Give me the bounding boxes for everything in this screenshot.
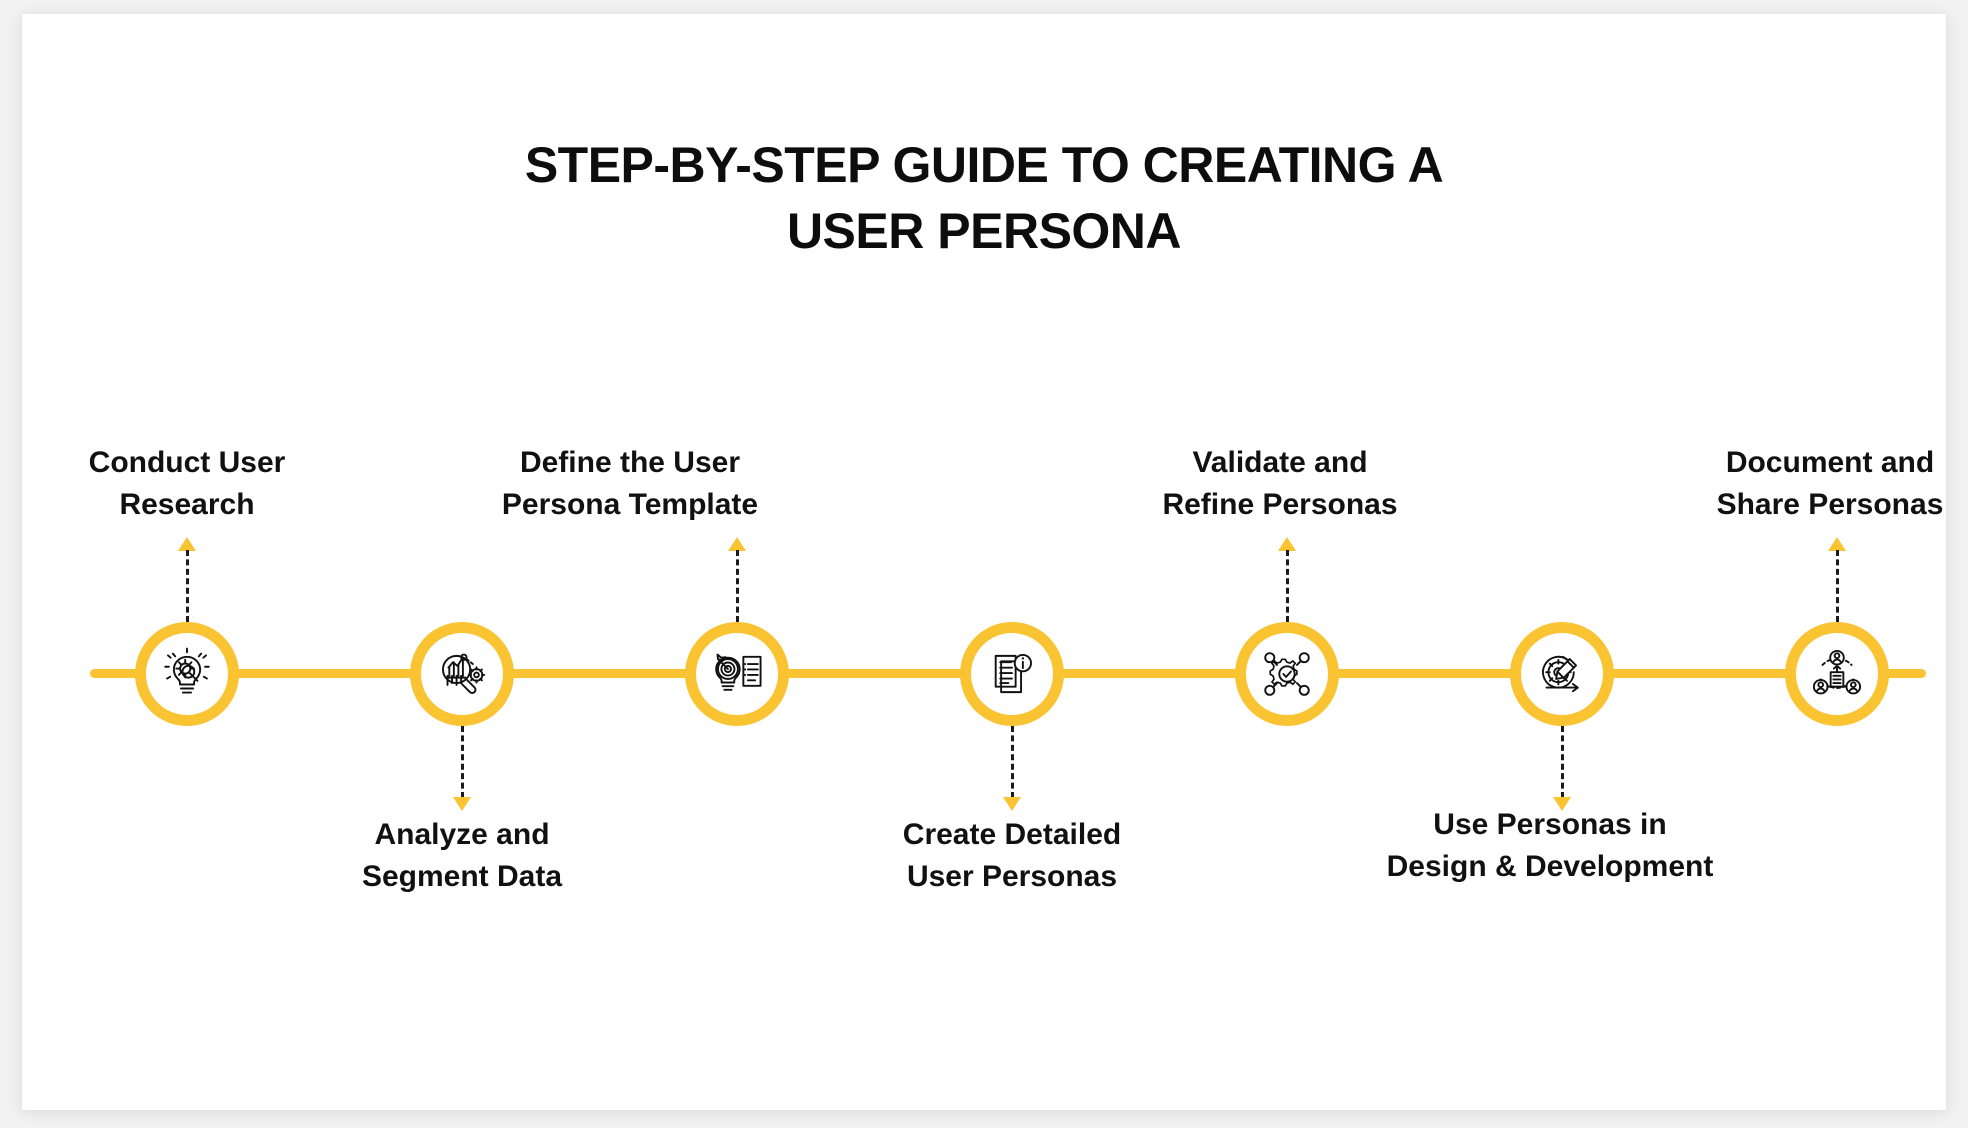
step-node-2[interactable] <box>410 622 514 726</box>
step-label-4: Create Detailed User Personas <box>902 818 1122 893</box>
step-connector-1 <box>175 537 199 622</box>
dashed-line <box>461 726 464 798</box>
arrow-head-down-icon <box>453 797 471 811</box>
people-share-network-icon <box>1808 645 1866 703</box>
step-label-7: Document and Share Personas <box>1716 446 1944 521</box>
step-label-6: Use Personas in Design & Development <box>1386 808 1714 883</box>
dashed-line <box>736 550 739 622</box>
step-connector-5 <box>1275 537 1299 622</box>
dashed-line <box>1836 550 1839 622</box>
magnifier-bar-chart-gear-icon <box>433 645 491 703</box>
step-connector-3 <box>725 537 749 622</box>
infographic-canvas: STEP-BY-STEP GUIDE TO CREATING A USER PE… <box>22 14 1946 1110</box>
step-label-1: Conduct User Research <box>88 446 286 521</box>
arrow-head-down-icon <box>1003 797 1021 811</box>
step-connector-4 <box>1000 726 1024 811</box>
step-node-6[interactable] <box>1510 622 1614 726</box>
arrow-head-up-icon <box>1278 537 1296 551</box>
dashed-line <box>1286 550 1289 622</box>
step-connector-6 <box>1550 726 1574 811</box>
step-node-1[interactable] <box>135 622 239 726</box>
dashed-line <box>1011 726 1014 798</box>
lightbulb-gear-magnifier-icon <box>158 645 216 703</box>
step-node-5[interactable] <box>1235 622 1339 726</box>
gear-check-network-icon <box>1258 645 1316 703</box>
gear-pencil-agile-icon <box>1533 645 1591 703</box>
arrow-head-up-icon <box>1828 537 1846 551</box>
step-connector-7 <box>1825 537 1849 622</box>
dashed-line <box>1561 726 1564 798</box>
step-node-3[interactable] <box>685 622 789 726</box>
page-title: STEP-BY-STEP GUIDE TO CREATING A USER PE… <box>524 137 1444 259</box>
arrow-head-up-icon <box>728 537 746 551</box>
arrow-head-up-icon <box>178 537 196 551</box>
step-node-4[interactable] <box>960 622 1064 726</box>
step-label-5: Validate and Refine Personas <box>1162 446 1398 521</box>
step-connector-2 <box>450 726 474 811</box>
document-info-icon <box>983 645 1041 703</box>
step-label-2: Analyze and Segment Data <box>361 818 563 893</box>
target-lightbulb-document-icon <box>708 645 766 703</box>
step-label-3: Define the User Persona Template <box>501 446 759 521</box>
step-node-7[interactable] <box>1785 622 1889 726</box>
dashed-line <box>186 550 189 622</box>
arrow-head-down-icon <box>1553 797 1571 811</box>
